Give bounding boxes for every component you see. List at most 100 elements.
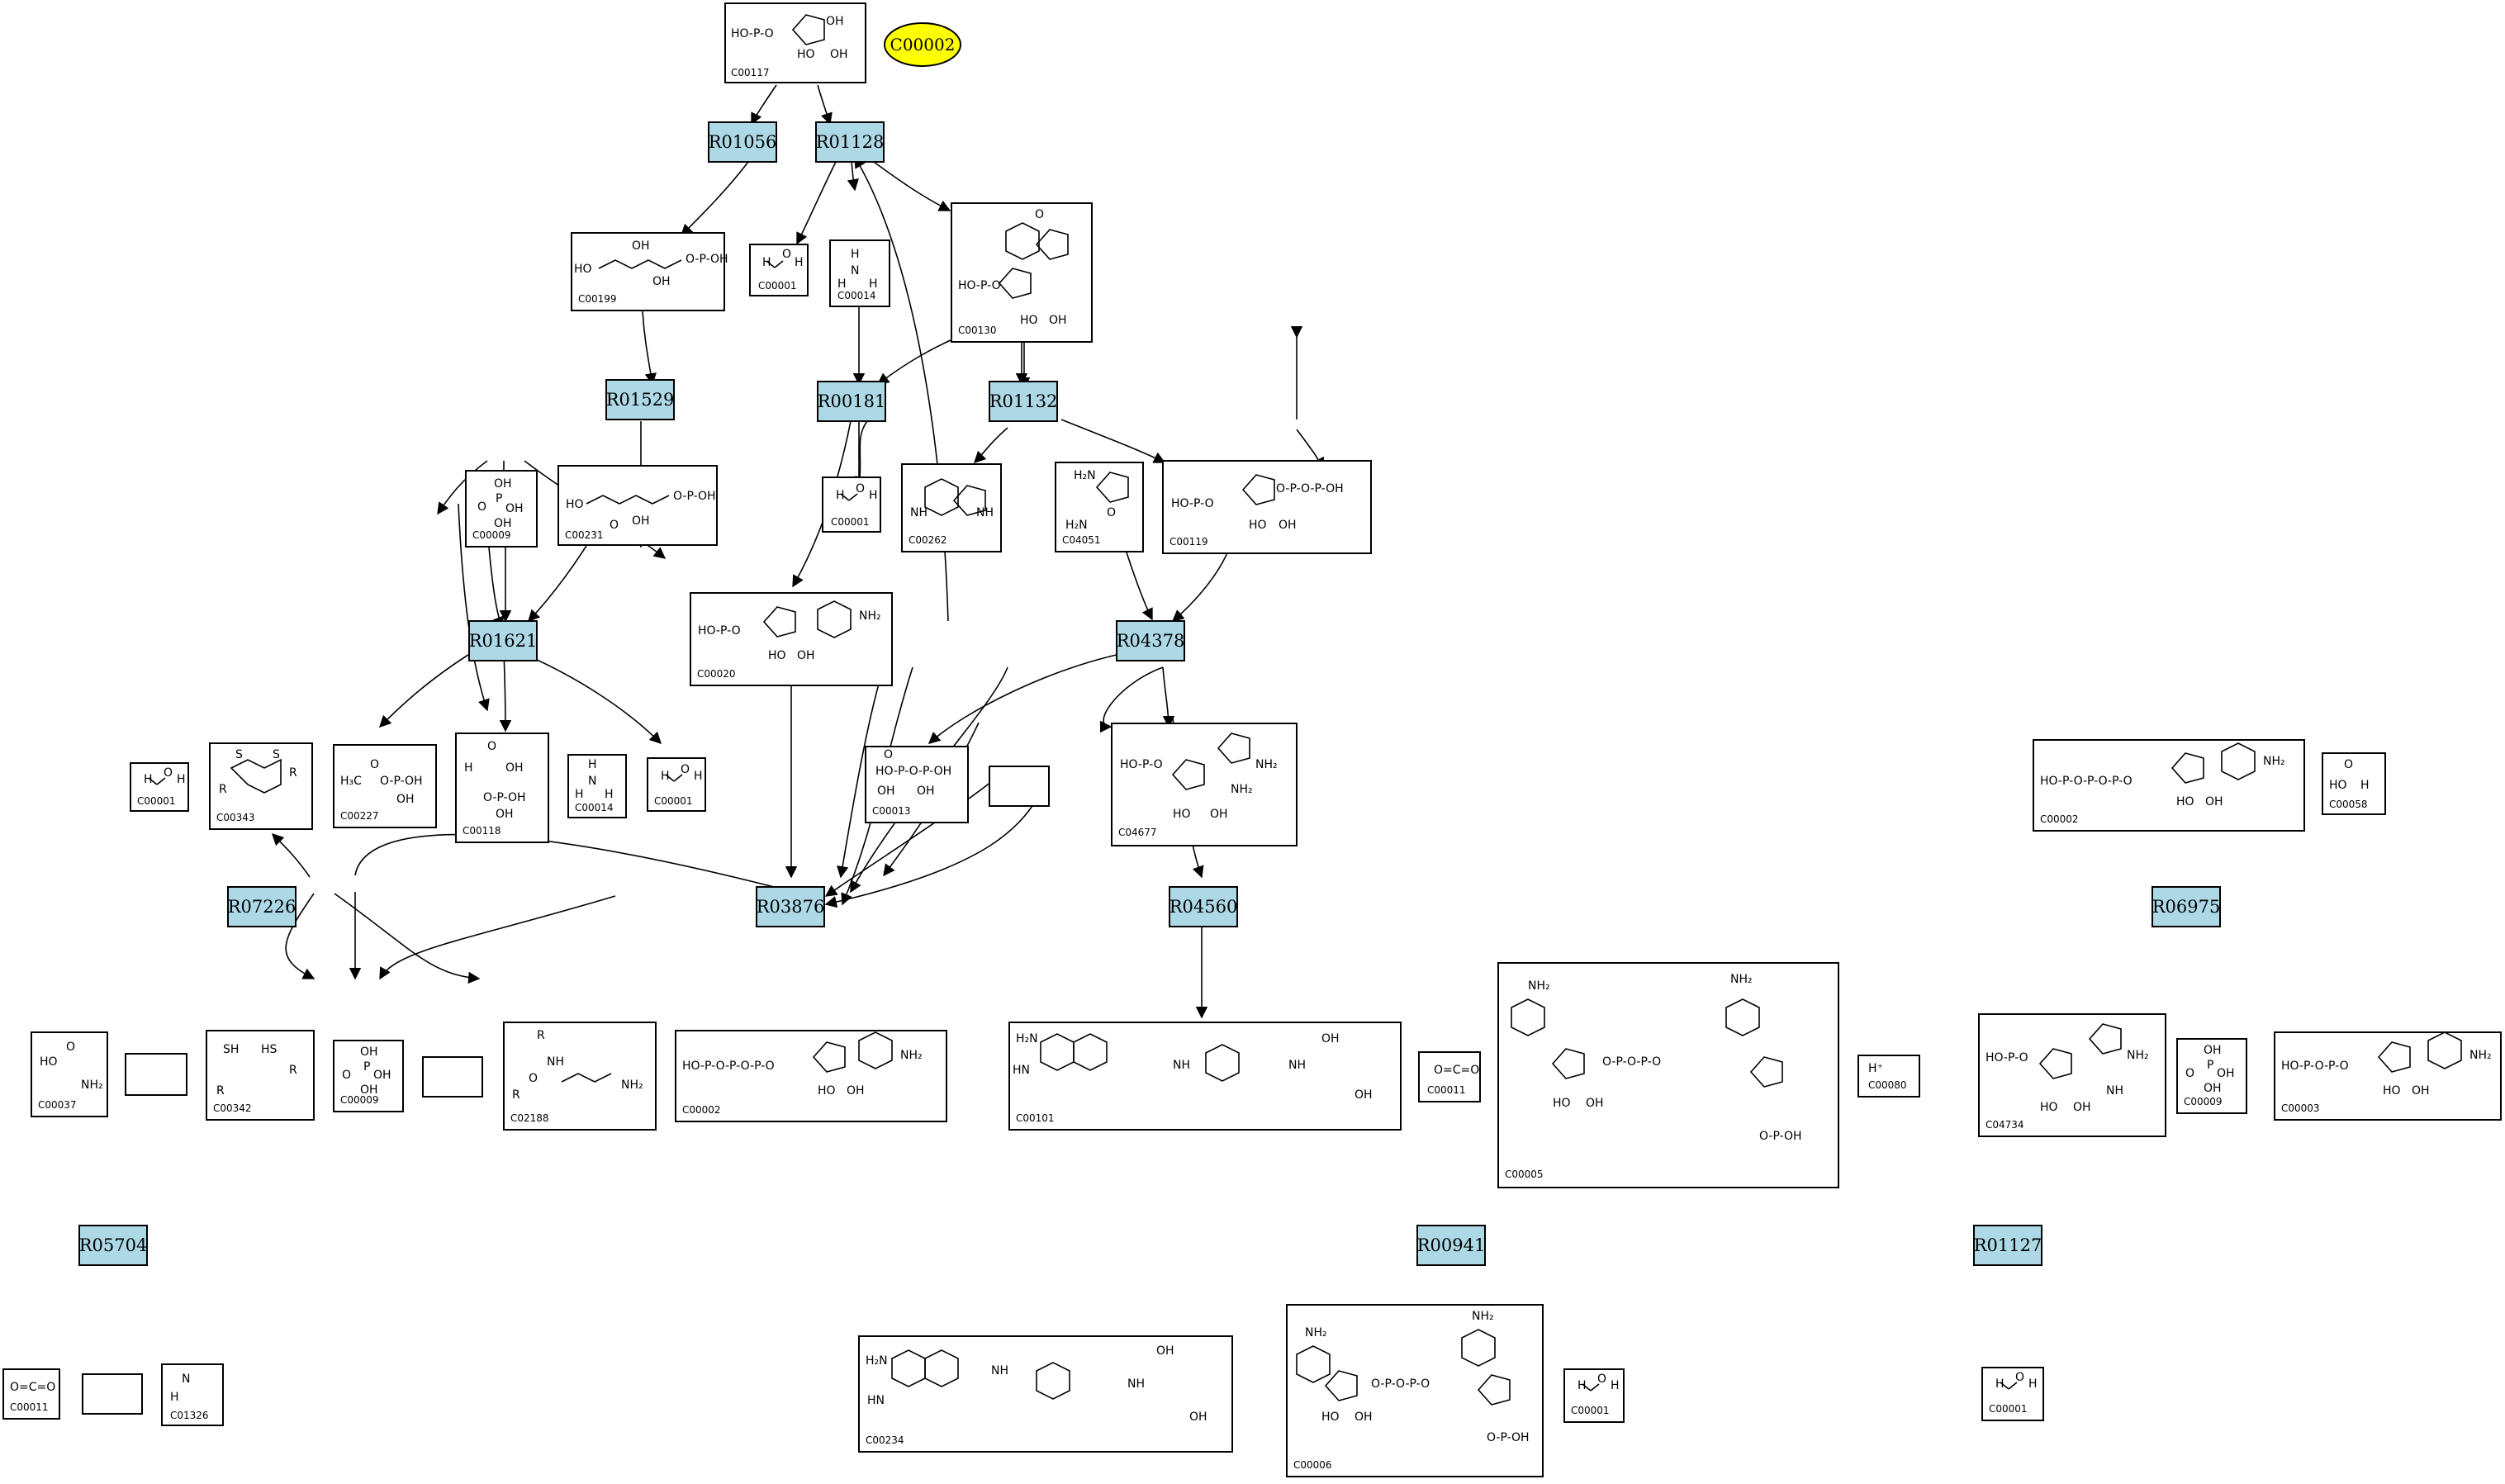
compound-C00080-box[interactable]: H⁺ C00080 bbox=[1857, 1055, 1920, 1098]
svg-text:OH: OH bbox=[505, 502, 524, 515]
svg-text:O-P-O-P-OH: O-P-O-P-OH bbox=[1276, 482, 1344, 495]
reaction-label: R00941 bbox=[1417, 1235, 1486, 1255]
svg-text:O-P-OH: O-P-OH bbox=[686, 253, 728, 266]
reaction-R01529-node[interactable]: R01529 bbox=[605, 379, 675, 420]
svg-text:H: H bbox=[2028, 1377, 2038, 1391]
reaction-R04560-node[interactable]: R04560 bbox=[1169, 886, 1238, 927]
svg-text:OH: OH bbox=[373, 1069, 391, 1082]
svg-text:O: O bbox=[2344, 758, 2353, 771]
reaction-label: R04560 bbox=[1169, 897, 1238, 917]
compound-C00130-box[interactable]: HO-P-OHO OHO C00130 bbox=[951, 202, 1093, 343]
compound-empty-box[interactable] bbox=[989, 766, 1050, 807]
reaction-R00941-node[interactable]: R00941 bbox=[1416, 1225, 1486, 1266]
svg-text:HO-P-O: HO-P-O bbox=[1120, 758, 1163, 771]
compound-C01326-box[interactable]: NH C01326 bbox=[161, 1363, 224, 1426]
svg-text:NH: NH bbox=[991, 1364, 1008, 1377]
reaction-R01132-node[interactable]: R01132 bbox=[989, 381, 1058, 422]
svg-text:N: N bbox=[182, 1373, 190, 1386]
svg-text:O: O bbox=[681, 763, 690, 776]
compound-id: C00001 bbox=[1571, 1405, 1610, 1416]
reaction-R01056-node[interactable]: R01056 bbox=[708, 121, 777, 163]
svg-text:HO-P-O: HO-P-O bbox=[1171, 497, 1214, 510]
svg-text:O: O bbox=[370, 758, 379, 771]
compound-id: C00001 bbox=[831, 516, 870, 528]
svg-text:R: R bbox=[219, 783, 227, 796]
svg-text:HO: HO bbox=[768, 649, 786, 662]
reaction-R01621-node[interactable]: R01621 bbox=[468, 620, 538, 661]
reaction-R03876-node[interactable]: R03876 bbox=[756, 886, 825, 927]
svg-text:H: H bbox=[869, 277, 878, 291]
compound-id: C00002 bbox=[2040, 813, 2079, 825]
svg-text:O: O bbox=[66, 1041, 75, 1054]
svg-text:OH: OH bbox=[826, 15, 844, 28]
svg-text:NH: NH bbox=[1288, 1059, 1306, 1072]
reaction-R06975-node[interactable]: R06975 bbox=[2152, 886, 2221, 927]
compound-C00011-box[interactable]: O=C=O C00011 bbox=[1418, 1051, 1481, 1102]
compound-C00011-box[interactable]: O=C=O C00011 bbox=[2, 1368, 60, 1420]
svg-text:OH: OH bbox=[2073, 1101, 2091, 1114]
reaction-R05704-node[interactable]: R05704 bbox=[78, 1225, 148, 1266]
reaction-R01127-node[interactable]: R01127 bbox=[1973, 1225, 2042, 1266]
svg-text:H₂N: H₂N bbox=[1016, 1032, 1038, 1045]
highlight-C00002-node[interactable]: C00002 bbox=[884, 22, 961, 67]
compound-empty-box[interactable] bbox=[422, 1056, 483, 1098]
compound-C00001-box[interactable]: HOH C00001 bbox=[749, 244, 809, 296]
reaction-R04378-node[interactable]: R04378 bbox=[1116, 620, 1185, 661]
reaction-R07226-node[interactable]: R07226 bbox=[227, 886, 297, 927]
svg-text:H: H bbox=[588, 758, 597, 771]
compound-id: C00014 bbox=[837, 290, 876, 301]
svg-text:OH: OH bbox=[396, 793, 415, 806]
compound-id: C00058 bbox=[2329, 799, 2368, 810]
svg-text:R: R bbox=[289, 1064, 297, 1077]
svg-text:H: H bbox=[762, 256, 771, 269]
compound-empty-box[interactable] bbox=[82, 1373, 143, 1415]
compound-empty-box[interactable] bbox=[125, 1053, 187, 1096]
svg-text:OH: OH bbox=[2204, 1044, 2222, 1057]
svg-text:O: O bbox=[1035, 208, 1044, 221]
svg-text:HO-P-O-P-O: HO-P-O-P-O bbox=[2281, 1060, 2349, 1073]
svg-text:OH: OH bbox=[505, 761, 524, 775]
svg-text:OH: OH bbox=[2204, 1082, 2222, 1095]
reaction-label: R00181 bbox=[818, 391, 886, 411]
compound-id: C00009 bbox=[340, 1094, 379, 1106]
reaction-R00181-node[interactable]: R00181 bbox=[817, 381, 886, 422]
svg-text:OH: OH bbox=[1279, 519, 1297, 532]
svg-text:OH: OH bbox=[494, 477, 512, 491]
svg-text:HO-P-O: HO-P-O bbox=[698, 624, 741, 638]
reaction-R01128-node[interactable]: R01128 bbox=[815, 121, 885, 163]
